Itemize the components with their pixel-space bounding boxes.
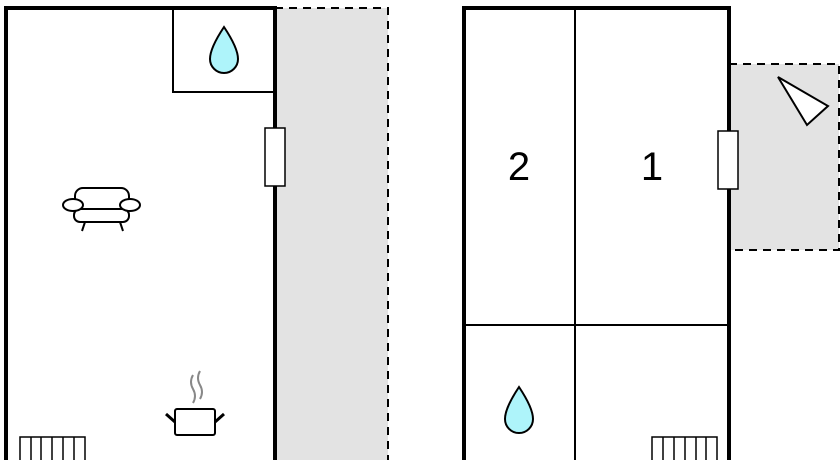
- outdoor-terrace: [274, 7, 389, 460]
- ground-floor-plan: [4, 6, 389, 460]
- window-icon: [717, 130, 739, 190]
- water-drop-icon: [503, 385, 535, 434]
- sofa-icon: [62, 187, 141, 232]
- window-icon: [264, 127, 286, 187]
- bathroom: [172, 7, 276, 93]
- room-label-1: 1: [641, 145, 663, 189]
- cooking-pot-icon: [165, 370, 225, 436]
- outdoor-balcony: [728, 63, 840, 251]
- stairs-icon: [19, 436, 86, 460]
- upper-floor-plan: 2 1: [462, 6, 840, 460]
- room-outline: [4, 6, 277, 460]
- stairs-icon: [651, 436, 718, 460]
- room-label-2: 2: [508, 145, 530, 189]
- floor-outline: [462, 6, 731, 460]
- water-drop-icon: [208, 25, 240, 74]
- compass-icon: [777, 76, 830, 127]
